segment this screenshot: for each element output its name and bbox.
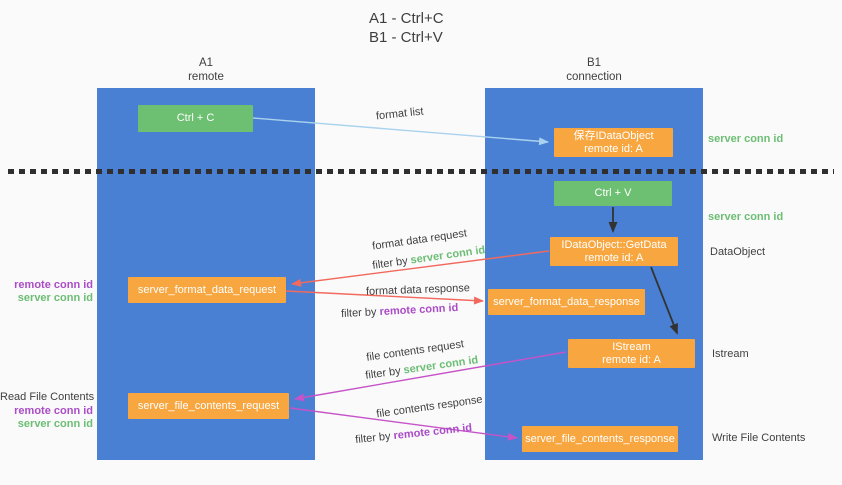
lane-b-header: B1 connection — [485, 56, 703, 84]
server-file-contents-response-label: server_file_contents_response — [525, 432, 675, 445]
lane-a-header: A1 remote — [97, 56, 315, 84]
server-format-data-request-box: server_format_data_request — [128, 277, 286, 303]
server-format-data-response-box: server_format_data_response — [488, 289, 645, 315]
read-file-contents-label: Read File Contents — [0, 391, 95, 403]
save-idataobject-box: 保存IDataObject remote id: A — [554, 128, 673, 157]
lane-a-name: A1 — [198, 57, 214, 69]
istream-box: IStream remote id: A — [568, 339, 695, 368]
format-data-response-filter-label: filter by remote conn id — [341, 302, 459, 321]
remote-conn-id-key: remote conn id — [392, 421, 473, 443]
save-idataobject-line1: 保存IDataObject — [573, 129, 654, 142]
server-file-contents-request-label: server_file_contents_request — [137, 399, 280, 412]
idataobject-getdata-line2: remote id: A — [584, 251, 644, 264]
ctrl-v-box: Ctrl + V — [554, 181, 672, 206]
server-conn-id-label-mid: server conn id — [708, 211, 784, 223]
remote-conn-id-key: remote conn id — [379, 301, 459, 319]
file-contents-response-label: file contents response — [375, 393, 484, 421]
server-conn-id-key: server conn id — [409, 244, 486, 267]
server-conn-id-label-top: server conn id — [708, 133, 784, 145]
server-file-contents-response-box: server_file_contents_response — [522, 426, 678, 452]
write-file-contents-label: Write File Contents — [712, 432, 806, 444]
file-server-conn-id-label: server conn id — [17, 418, 93, 430]
format-remote-conn-id-label: remote conn id — [14, 279, 93, 291]
server-format-data-request-label: server_format_data_request — [137, 283, 277, 296]
idataobject-getdata-line1: IDataObject::GetData — [561, 238, 667, 251]
lane-b-subtitle: connection — [566, 71, 622, 83]
ctrl-c-box: Ctrl + C — [138, 105, 253, 132]
idataobject-getdata-box: IDataObject::GetData remote id: A — [550, 237, 678, 266]
filter-by-text: filter by — [354, 430, 392, 447]
title-line-1: A1 - Ctrl+C — [369, 10, 444, 27]
format-list-label: format list — [375, 105, 425, 123]
file-contents-response-filter-label: filter by remote conn id — [355, 422, 473, 447]
diagram-title: A1 - Ctrl+C B1 - Ctrl+V — [369, 9, 444, 47]
lane-b-name: B1 — [586, 57, 602, 69]
istream-line1: IStream — [612, 340, 651, 353]
dashed-divider — [8, 169, 834, 174]
format-server-conn-id-label: server conn id — [17, 292, 93, 304]
server-format-data-response-label: server_format_data_response — [493, 295, 640, 308]
title-line-2: B1 - Ctrl+V — [369, 29, 443, 46]
istream-line2: remote id: A — [602, 353, 661, 366]
ctrl-v-label: Ctrl + V — [594, 187, 632, 199]
filter-by-text: filter by — [371, 255, 409, 272]
dataobject-label: DataObject — [710, 246, 766, 258]
save-idataobject-line2: remote id: A — [584, 142, 643, 155]
server-file-contents-request-box: server_file_contents_request — [128, 393, 289, 419]
filter-by-text: filter by — [364, 365, 402, 382]
istream-side-label: Istream — [712, 348, 749, 360]
ctrl-c-label: Ctrl + C — [176, 112, 215, 124]
filter-by-text: filter by — [340, 306, 377, 321]
lane-a-subtitle: remote — [188, 71, 224, 83]
file-remote-conn-id-label: remote conn id — [14, 405, 93, 417]
format-data-response-label: format data response — [365, 282, 471, 298]
